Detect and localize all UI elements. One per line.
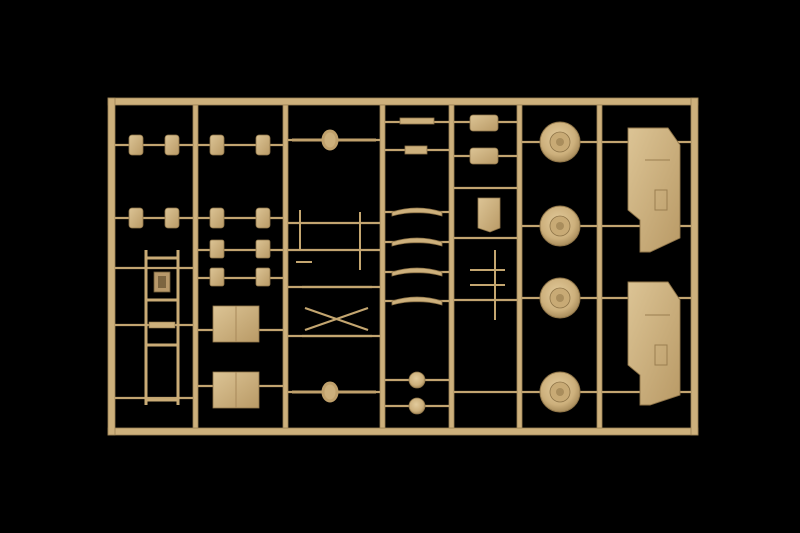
runner-v1 <box>192 104 199 429</box>
cross-brace-part <box>302 285 372 338</box>
sprue-frame <box>107 97 699 436</box>
frame-left-rail <box>107 97 116 436</box>
body-side-detail <box>645 159 670 366</box>
chassis-frame-part <box>144 250 180 405</box>
small-block-parts <box>128 134 271 287</box>
runner-v5 <box>516 104 523 429</box>
seat-parts <box>469 114 501 233</box>
wheel-parts <box>539 121 581 413</box>
axle-parts <box>292 129 376 403</box>
brake-disc-parts <box>408 371 426 415</box>
frame-bracket-parts <box>470 250 505 320</box>
runner-v6 <box>596 104 603 429</box>
runner-v2 <box>282 104 289 429</box>
wheel-1 <box>539 121 581 163</box>
wheel-3 <box>539 277 581 319</box>
frame-top-rail <box>107 97 699 106</box>
wheel-2 <box>539 205 581 247</box>
chassis-detail <box>148 271 176 329</box>
runner-v3 <box>379 104 386 429</box>
wheel-4 <box>539 371 581 413</box>
rod-parts <box>296 210 361 270</box>
frame-right-rail <box>690 97 699 436</box>
frame-bottom-rail <box>107 427 699 436</box>
leaf-spring-parts <box>391 117 443 306</box>
runner-v4 <box>448 104 455 429</box>
body-side-parts <box>627 127 681 406</box>
